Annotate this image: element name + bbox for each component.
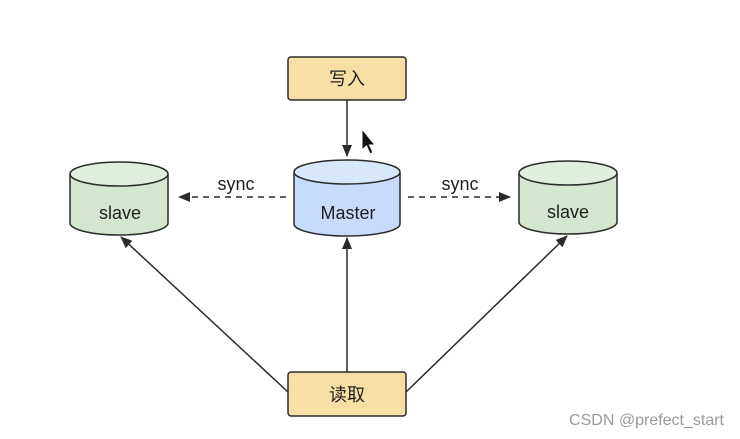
read-to-slave-left-arrow bbox=[120, 236, 289, 393]
read-to-slave-right-arrow bbox=[405, 235, 568, 393]
slave-left-db-label: slave bbox=[99, 203, 141, 223]
sync-right-label: sync bbox=[441, 174, 478, 194]
master-db: Master bbox=[293, 159, 401, 237]
master-db-label: Master bbox=[320, 203, 375, 223]
mouse-cursor-icon bbox=[361, 127, 377, 155]
slave-right-db-label: slave bbox=[547, 202, 589, 222]
write-box-label: 写入 bbox=[329, 69, 365, 90]
read-box: 读取 bbox=[287, 371, 407, 417]
slave-left-db: slave bbox=[69, 161, 169, 236]
sync-left-label: sync bbox=[217, 174, 254, 194]
read-box-label: 读取 bbox=[329, 385, 365, 406]
slave-right-db: slave bbox=[518, 160, 618, 235]
watermark-text: CSDN @prefect_start bbox=[569, 412, 725, 429]
write-box: 写入 bbox=[287, 56, 407, 101]
